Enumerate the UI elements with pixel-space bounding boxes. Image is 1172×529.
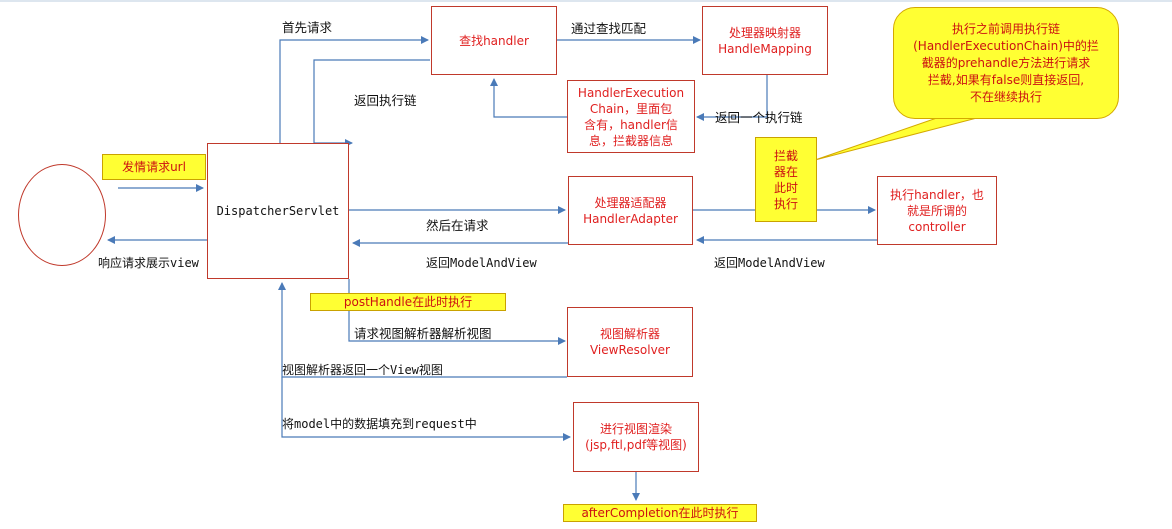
dispatcher-servlet-box: DispatcherServlet xyxy=(207,143,349,279)
post-handle-label: postHandle在此时执行 xyxy=(310,293,506,311)
execution-chain-box: HandlerExecution Chain，里面包 含有，handler信 息… xyxy=(567,80,695,153)
arrow-return-chain xyxy=(313,59,430,143)
interceptor-execute-label: 拦截 器在 此时 执行 xyxy=(755,137,817,222)
label-resolver-return: 视图解析器返回一个View视图 xyxy=(282,363,443,377)
label-then-request: 然后在请求 xyxy=(426,218,489,233)
view-resolver-box: 视图解析器 ViewResolver xyxy=(567,307,693,377)
label-fill-model: 将model中的数据填充到request中 xyxy=(282,417,477,431)
label-match-by-lookup: 通过查找匹配 xyxy=(571,21,647,36)
arrow-mapping-to-chain xyxy=(696,75,768,121)
arrow-chain-to-find xyxy=(490,78,567,118)
handler-mapping-box: 处理器映射器 HandleMapping xyxy=(702,6,828,75)
label-return-mav-adapter: 返回ModelAndView xyxy=(714,256,825,270)
controller-box: 执行handler，也 就是所谓的 controller xyxy=(877,176,997,245)
send-request-url-label: 发情请求url xyxy=(102,154,206,180)
prehandle-callout: 执行之前调用执行链 (HandlerExecutionChain)中的拦 截器的… xyxy=(893,7,1119,119)
find-handler-box: 查找handler xyxy=(431,6,557,75)
top-rule xyxy=(0,0,1172,2)
label-return-mav-servlet: 返回ModelAndView xyxy=(426,256,537,270)
client-browser-circle xyxy=(18,164,106,266)
label-return-chain: 返回执行链 xyxy=(354,93,417,108)
after-completion-label: afterCompletion在此时执行 xyxy=(563,504,757,522)
label-return-one-chain: 返回一个执行链 xyxy=(715,110,803,125)
arrow-first-request xyxy=(279,36,429,143)
arrow-servlet-to-render xyxy=(281,377,571,441)
label-respond-view: 响应请求展示view xyxy=(98,256,199,270)
handler-adapter-box: 处理器适配器 HandlerAdapter xyxy=(568,176,693,245)
label-request-resolve: 请求视图解析器解析视图 xyxy=(354,326,492,341)
view-render-box: 进行视图渲染 (jsp,ftl,pdf等视图) xyxy=(573,402,699,472)
label-first-request: 首先请求 xyxy=(282,20,333,35)
